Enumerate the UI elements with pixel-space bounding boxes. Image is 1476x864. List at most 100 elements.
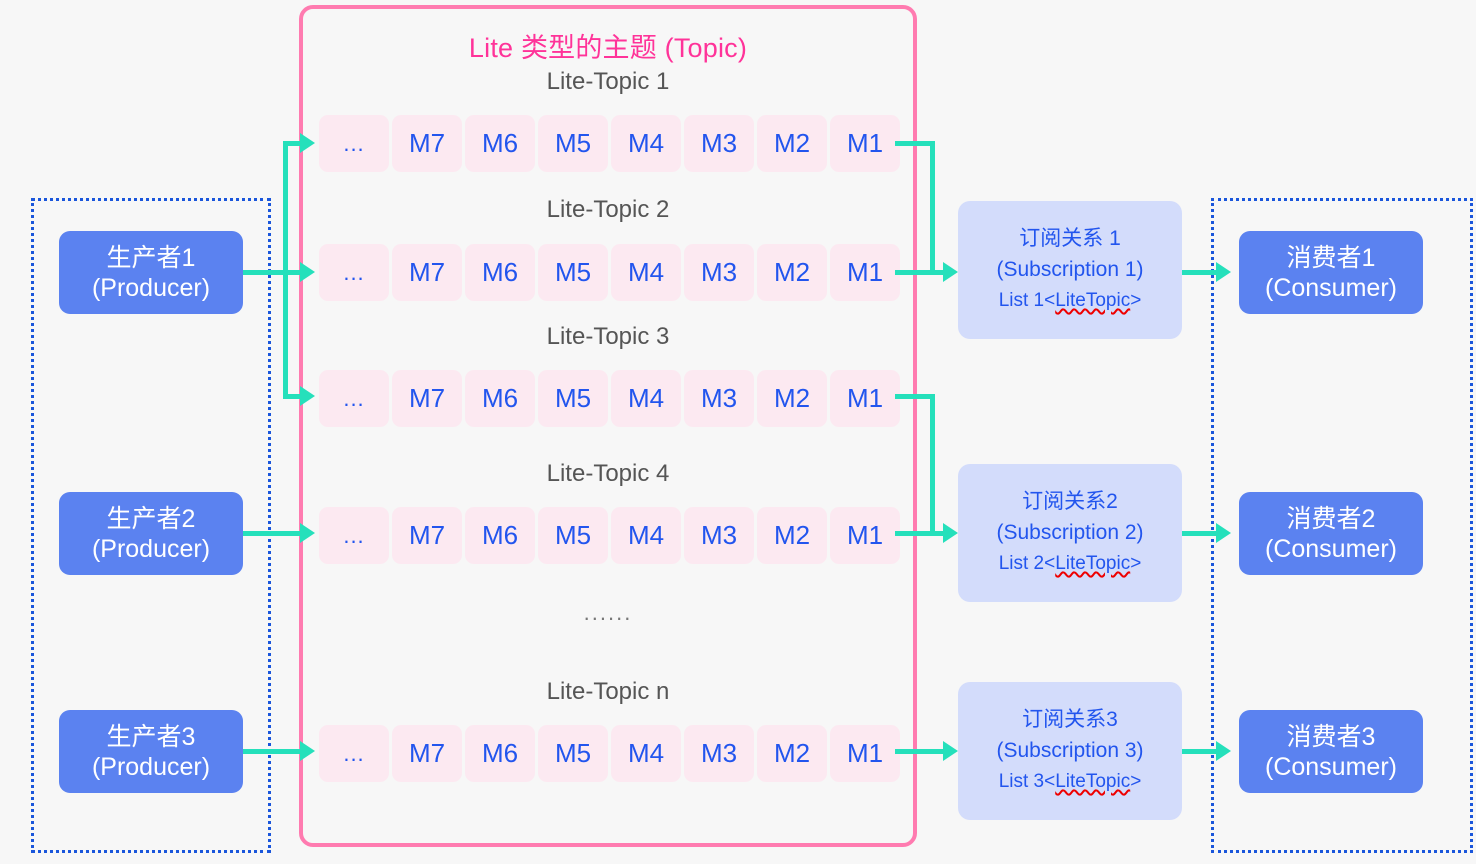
connector-sub1-to-consumer1 <box>1182 270 1224 275</box>
topic-label-1: Lite-Topic 1 <box>546 68 670 95</box>
arrowhead-sub1-in <box>943 262 958 282</box>
connector-sub3-to-consumer3 <box>1182 749 1224 754</box>
topic-label-2: Lite-Topic 2 <box>546 196 670 223</box>
message-cell: M6 <box>465 115 535 172</box>
message-cell: M1 <box>830 507 900 564</box>
subscription-1-list-suffix: > <box>1130 290 1142 311</box>
message-cell: M6 <box>465 725 535 782</box>
producer-3-box[interactable]: 生产者3 (Producer) <box>59 710 243 793</box>
message-cell: M1 <box>830 370 900 427</box>
subscription-2-name-en: (Subscription 2) <box>996 521 1144 544</box>
subscription-1-name-cn: 订阅关系 1 <box>1019 227 1121 250</box>
subscription-1-list-type: List 1<LiteTopic> <box>999 286 1142 316</box>
subscription-3-name-en: (Subscription 3) <box>996 739 1144 762</box>
topic-row-n: ... M7 M6 M5 M4 M3 M2 M1 <box>319 725 900 782</box>
message-cell: M4 <box>611 370 681 427</box>
subscription-2-list-generic: LiteTopic <box>1055 553 1131 574</box>
arrowhead-topic4-in <box>300 523 315 543</box>
subscription-3-list-type: List 3<LiteTopic> <box>999 767 1142 797</box>
message-cell: M3 <box>684 507 754 564</box>
message-cell: M2 <box>757 115 827 172</box>
topic-row-3: ... M7 M6 M5 M4 M3 M2 M1 <box>319 370 900 427</box>
arrowhead-consumer1-in <box>1216 262 1231 282</box>
message-cell: M7 <box>392 370 462 427</box>
connector-topic2-to-sub1 <box>895 270 953 275</box>
topic-row-4: ... M7 M6 M5 M4 M3 M2 M1 <box>319 507 900 564</box>
message-cell: M4 <box>611 507 681 564</box>
topic-row-1: ... M7 M6 M5 M4 M3 M2 M1 <box>319 115 900 172</box>
connector-producer2-to-topic4 <box>243 531 308 536</box>
message-cell: M4 <box>611 244 681 301</box>
consumer-3-name-en: (Consumer) <box>1265 752 1397 781</box>
arrowhead-sub2-in <box>943 523 958 543</box>
producer-1-name-cn: 生产者1 <box>106 243 196 272</box>
message-cell: ... <box>319 507 389 564</box>
message-cell: ... <box>319 244 389 301</box>
message-cell: M7 <box>392 725 462 782</box>
subscription-1-list-prefix: List 1< <box>998 290 1056 311</box>
lite-topic-container-title: Lite 类型的主题 (Topic) <box>468 33 748 63</box>
consumer-2-box[interactable]: 消费者2 (Consumer) <box>1239 492 1423 575</box>
producer-3-name-en: (Producer) <box>91 752 211 781</box>
arrowhead-topic2-in <box>300 262 315 282</box>
message-cell: M7 <box>392 507 462 564</box>
arrowhead-topic3-in <box>300 386 315 406</box>
connector-bus-to-topic3 <box>283 394 308 399</box>
message-cell: M7 <box>392 244 462 301</box>
consumer-1-name-en: (Consumer) <box>1265 273 1397 302</box>
subscription-3-list-suffix: > <box>1130 771 1142 792</box>
connector-topic4-to-sub2 <box>895 531 953 536</box>
message-cell: M5 <box>538 244 608 301</box>
arrowhead-consumer3-in <box>1216 741 1231 761</box>
producer-3-name-cn: 生产者3 <box>106 722 196 751</box>
message-cell: M5 <box>538 370 608 427</box>
message-cell: M4 <box>611 725 681 782</box>
producer-2-name-en: (Producer) <box>91 534 211 563</box>
message-cell: M6 <box>465 507 535 564</box>
producer-group-frame <box>31 198 271 853</box>
consumer-3-name-cn: 消费者3 <box>1286 722 1376 751</box>
message-cell: M2 <box>757 507 827 564</box>
subscription-3-name-cn: 订阅关系3 <box>1022 708 1118 731</box>
message-cell: M2 <box>757 370 827 427</box>
message-cell: M1 <box>830 244 900 301</box>
message-cell: M3 <box>684 370 754 427</box>
subscription-1-box[interactable]: 订阅关系 1 (Subscription 1) List 1<LiteTopic… <box>958 201 1182 339</box>
message-cell: M3 <box>684 244 754 301</box>
message-cell: M5 <box>538 507 608 564</box>
subscription-3-list-generic: LiteTopic <box>1055 771 1131 792</box>
message-cell: M7 <box>392 115 462 172</box>
message-cell: M2 <box>757 725 827 782</box>
subscription-2-box[interactable]: 订阅关系2 (Subscription 2) List 2<LiteTopic> <box>958 464 1182 602</box>
subscription-1-list-generic: LiteTopic <box>1055 290 1131 311</box>
message-cell: M5 <box>538 725 608 782</box>
subscription-2-name-cn: 订阅关系2 <box>1022 490 1118 513</box>
consumer-group-frame <box>1211 198 1473 853</box>
subscription-2-list-prefix: List 2< <box>998 553 1056 574</box>
connector-topic1-out <box>895 141 935 146</box>
arrowhead-topic1-in <box>300 133 315 153</box>
topic-overflow-ellipsis: ...... <box>583 600 633 625</box>
consumer-1-name-cn: 消费者1 <box>1286 243 1376 272</box>
producer-1-box[interactable]: 生产者1 (Producer) <box>59 231 243 314</box>
message-cell: ... <box>319 115 389 172</box>
message-cell: M1 <box>830 725 900 782</box>
topic-label-n: Lite-Topic n <box>546 678 670 705</box>
connector-topicn-to-sub3 <box>895 749 953 754</box>
subscription-2-list-suffix: > <box>1130 553 1142 574</box>
connector-producer3-to-topicn <box>243 749 308 754</box>
topic-row-2: ... M7 M6 M5 M4 M3 M2 M1 <box>319 244 900 301</box>
connector-topic1-down-to-sub1 <box>930 141 935 274</box>
consumer-3-box[interactable]: 消费者3 (Consumer) <box>1239 710 1423 793</box>
consumer-1-box[interactable]: 消费者1 (Consumer) <box>1239 231 1423 314</box>
producer-2-box[interactable]: 生产者2 (Producer) <box>59 492 243 575</box>
subscription-1-name-en: (Subscription 1) <box>996 258 1144 281</box>
arrowhead-consumer2-in <box>1216 523 1231 543</box>
message-cell: M4 <box>611 115 681 172</box>
consumer-2-name-cn: 消费者2 <box>1286 504 1376 533</box>
message-cell: ... <box>319 725 389 782</box>
connector-topic3-out <box>895 394 935 399</box>
message-cell: M2 <box>757 244 827 301</box>
subscription-3-box[interactable]: 订阅关系3 (Subscription 3) List 3<LiteTopic> <box>958 682 1182 820</box>
